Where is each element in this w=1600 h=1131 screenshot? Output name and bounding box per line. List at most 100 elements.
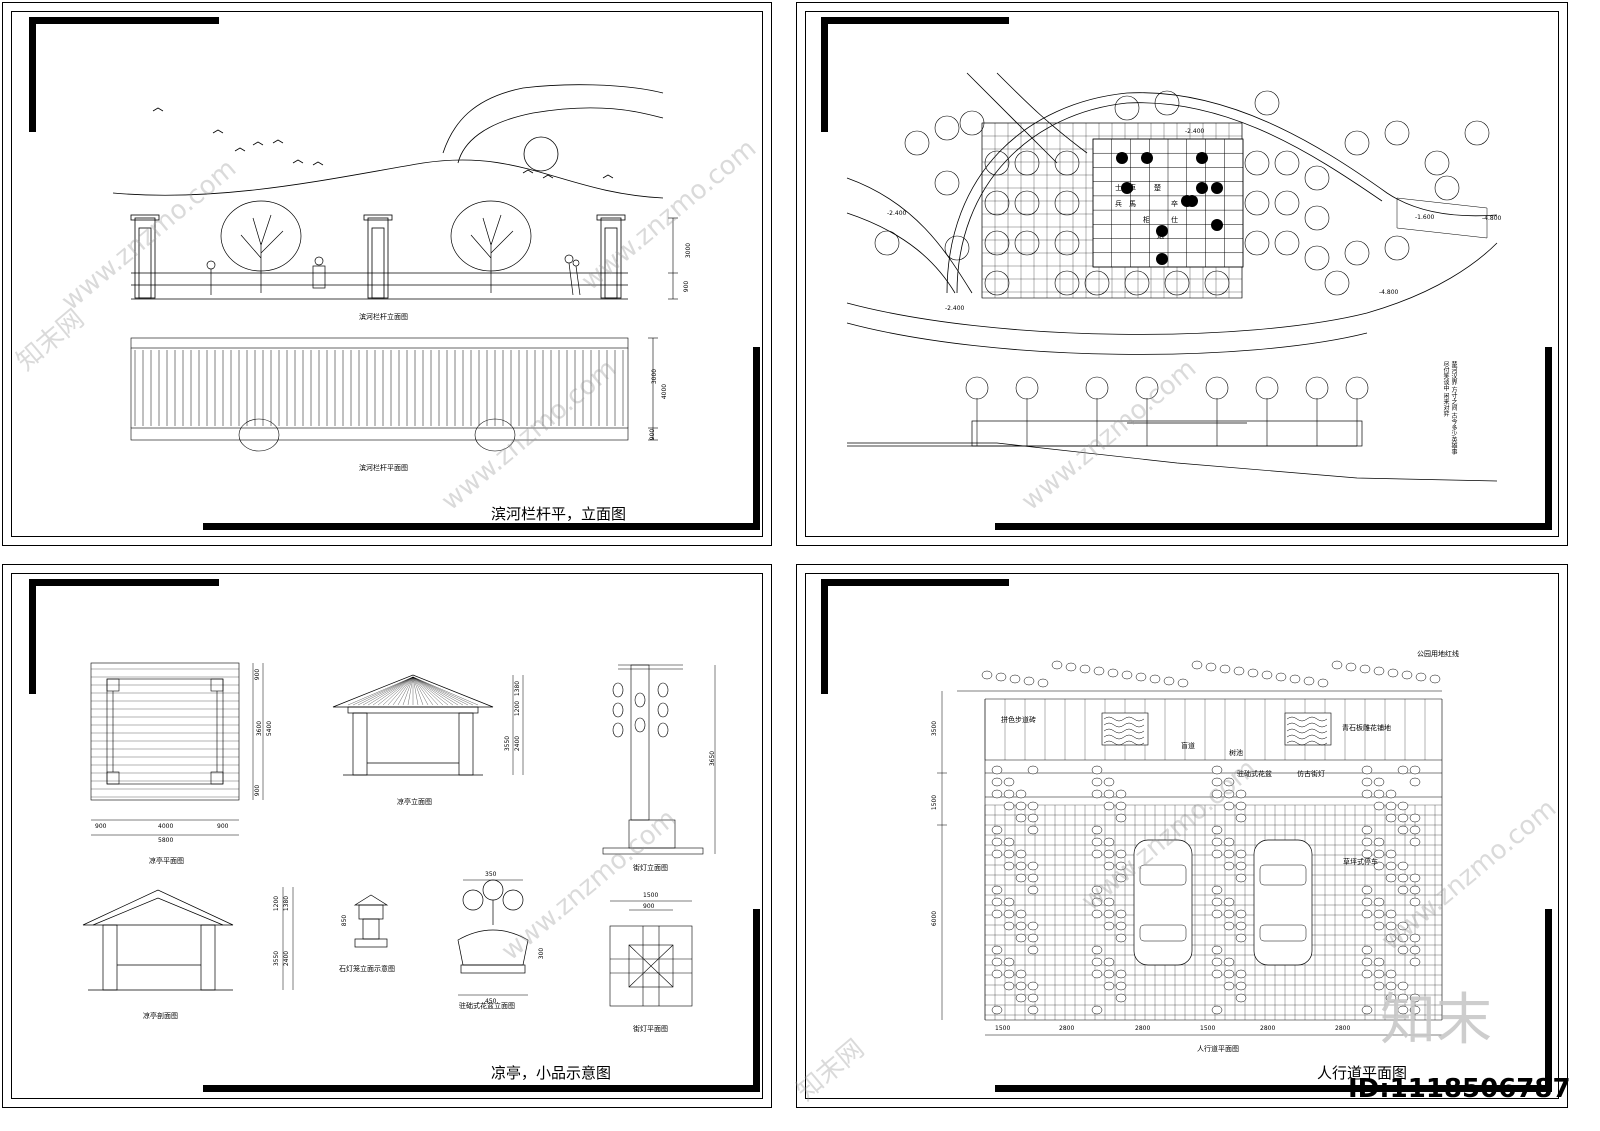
tree-canopy [1014,230,1040,256]
chess-piece-black [1141,152,1153,164]
dim-label: 900 [95,823,107,830]
shrub [1409,885,1421,895]
shrub [1373,969,1385,979]
shrub [1103,849,1115,859]
shrub [1091,825,1103,835]
shrub [1303,676,1315,686]
shrub [1093,666,1105,676]
plan-balusters [134,350,624,426]
tree-canopy [1324,270,1350,296]
shrub [1103,837,1115,847]
shrub [1361,885,1373,895]
tree-canopy [1054,230,1080,256]
corner-bar-h [203,523,759,530]
shrub [991,945,1003,955]
dim-label: 450 [485,998,497,1005]
shrub [1003,921,1015,931]
shrub [1397,921,1409,931]
dim-label: 1380 [283,895,291,912]
shrub [1115,933,1127,943]
shrub [1385,801,1397,811]
shrub [1219,664,1231,674]
shrub [1289,674,1301,684]
shrub [1115,861,1127,871]
shrub [1409,873,1421,883]
shrub [1397,993,1409,1003]
shrub [1003,777,1015,787]
corner-bar-h [995,1085,1551,1092]
shrub [1235,969,1247,979]
dim-label: 2800 [1335,1025,1351,1032]
panel-plaza: -2.400 -2.400 -2.400 -4.800 -4.800 -1.60… [796,2,1568,546]
plan-boards [91,668,239,798]
corner-bar-h [29,17,219,24]
shrub [1103,981,1115,991]
dim-label: 300 [538,947,546,960]
tree-canopy [934,115,960,141]
shrubs [981,660,1441,1015]
dim-label: 900 [217,823,229,830]
shrub [1401,670,1413,680]
shrub [1211,969,1223,979]
shrub [1015,849,1027,859]
tree-canopy [1304,245,1330,271]
shrub [1409,957,1421,967]
shrub [1385,849,1397,859]
label-blind: 盲道 [1181,742,1195,750]
chess-piece: 兵 [1115,200,1122,208]
shrub [1397,933,1409,943]
label-parking: 草坪式停车 [1343,858,1378,866]
shrub [1115,921,1127,931]
tree-canopy [1274,190,1300,216]
corner-bar-v [1545,347,1552,530]
shrub [1385,969,1397,979]
chess-piece: 炮 [1157,232,1164,240]
shrub [1103,921,1115,931]
shrub [1223,909,1235,919]
shrub [1015,909,1027,919]
shrub [1331,660,1343,670]
dim-label: 900 [254,784,262,797]
shrub [1373,801,1385,811]
shrub [1015,801,1027,811]
label-stone: 青石板雕花铺地 [1342,724,1391,732]
shrub [1115,813,1127,823]
corner-bar-h [821,17,1009,24]
shrub [1211,825,1223,835]
shrub [991,765,1003,775]
roof-line [412,676,439,706]
tree-canopy [874,230,900,256]
chess-piece-black [1196,182,1208,194]
shrub [1211,849,1223,859]
shrub [1223,861,1235,871]
elevation-mark: -2.400 [1185,128,1205,135]
shrub [1027,801,1039,811]
poem-note: 楚河汉界 方寸之间 古今多少英雄事 尽付笑谈中 闲来对弈 [1442,361,1457,455]
panel-title: 人行道平面图 [1317,1064,1408,1082]
roof-line [392,676,414,706]
carving-wave [1286,740,1328,746]
shrub [1223,789,1235,799]
shrub [1003,897,1015,907]
tree-canopy [904,130,930,156]
chess-piece: 仕 [1171,216,1178,224]
shrub [1385,921,1397,931]
shrub [1373,957,1385,967]
shrub [1223,849,1235,859]
tree-canopy [1244,150,1270,176]
tree-canopy [1464,120,1490,146]
tree-canopy [1274,230,1300,256]
shrub [1223,777,1235,787]
tree-canopy [1344,240,1370,266]
shrub [1373,897,1385,907]
shrub [1015,813,1027,823]
shrub [1103,861,1115,871]
roof-line [377,676,414,706]
elevation-mark: -2.400 [945,305,965,312]
shrub [1103,789,1115,799]
shrub [1235,813,1247,823]
shrub [1275,672,1287,682]
shrub [1235,789,1247,799]
shrub [1135,672,1147,682]
lamp-elevation-label: 街灯立面图 [633,864,668,872]
